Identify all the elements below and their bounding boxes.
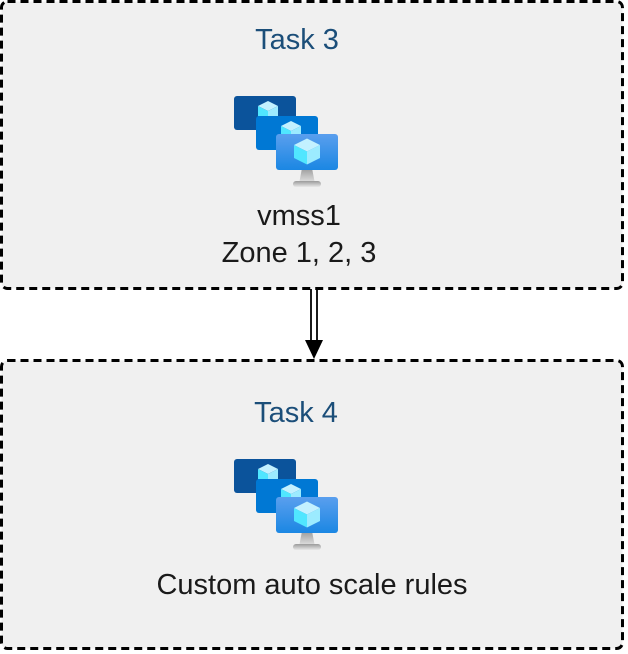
task3-box: Task 3 vmss1 Zone 1, 2, 3: [0, 0, 624, 290]
zones-label: Zone 1, 2, 3: [221, 237, 377, 269]
task4-box: Task 4 Custom auto scale rules: [0, 359, 624, 650]
autoscale-rules-label: Custom auto scale rules: [156, 569, 468, 601]
vmss-icon: [234, 459, 338, 550]
vmss-icon: [234, 96, 338, 187]
task3-title: Task 3: [255, 24, 339, 56]
vmss-name-label: vmss1: [257, 200, 341, 232]
task4-title: Task 4: [254, 397, 338, 429]
down-arrow-connector: [305, 289, 323, 359]
